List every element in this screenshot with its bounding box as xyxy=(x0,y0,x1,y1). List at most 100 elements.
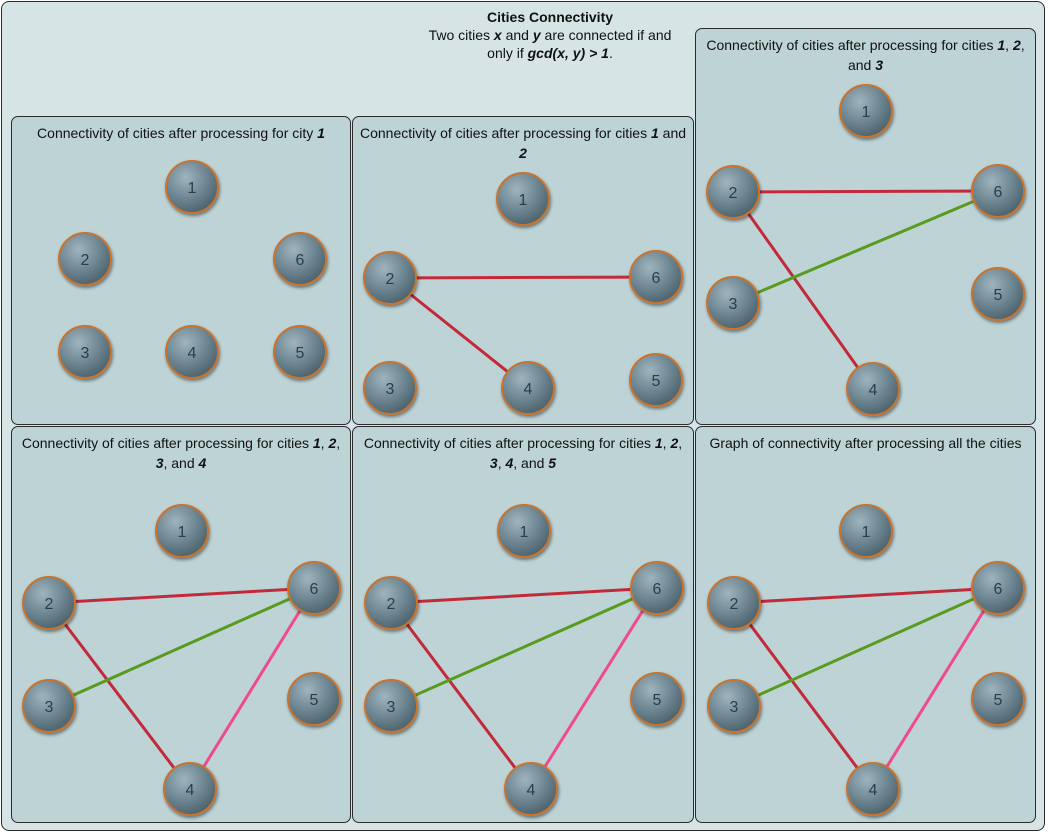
city-node-4: 4 xyxy=(846,362,900,416)
city-number: 2 xyxy=(670,435,679,451)
city-node-circle xyxy=(629,353,683,407)
city-node-circle xyxy=(273,325,327,379)
subtitle-text: Two cities xyxy=(428,27,494,43)
city-node-label: 2 xyxy=(81,252,90,269)
subtitle-text: . xyxy=(608,45,613,61)
city-node-3: 3 xyxy=(364,679,418,733)
panel-1: Connectivity of cities after processing … xyxy=(11,116,351,425)
city-number: 1 xyxy=(650,125,659,141)
city-node-3: 3 xyxy=(22,679,76,733)
city-node-circle xyxy=(58,232,112,286)
panel-title-text: Connectivity of cities after processing … xyxy=(37,125,318,141)
city-node-circle xyxy=(163,762,217,816)
city-node-circle xyxy=(846,362,900,416)
city-node-circle xyxy=(287,561,341,615)
city-node-2: 2 xyxy=(58,232,112,286)
city-node-circle xyxy=(706,276,760,330)
city-node-5: 5 xyxy=(287,672,341,726)
city-node-6: 6 xyxy=(630,561,684,615)
diagram-title: Cities Connectivity xyxy=(486,9,614,25)
city-node-circle xyxy=(707,576,761,630)
city-node-label: 2 xyxy=(730,596,739,613)
city-node-1: 1 xyxy=(496,172,550,226)
city-number: 5 xyxy=(548,455,557,471)
city-number: 2 xyxy=(519,145,527,161)
city-number: 1 xyxy=(654,435,663,451)
panel-6: Graph of connectivity after processing a… xyxy=(695,426,1036,823)
city-node-circle xyxy=(971,672,1025,726)
city-node-label: 1 xyxy=(862,104,871,121)
city-node-4: 4 xyxy=(501,361,555,415)
city-node-circle xyxy=(839,84,893,138)
city-node-label: 6 xyxy=(994,581,1003,598)
city-node-2: 2 xyxy=(706,165,760,219)
panel-title-text: Connectivity of cities after processing … xyxy=(359,125,651,141)
subtitle-text: only if xyxy=(487,45,528,61)
city-node-1: 1 xyxy=(165,160,219,214)
city-node-6: 6 xyxy=(287,561,341,615)
city-node-circle xyxy=(971,267,1025,321)
city-node-circle xyxy=(58,325,112,379)
panel-title-text: Connectivity of cities after processing … xyxy=(706,37,998,53)
city-number: 3 xyxy=(155,455,164,471)
city-node-circle xyxy=(707,679,761,733)
city-node-label: 3 xyxy=(730,699,739,716)
city-node-label: 3 xyxy=(81,345,90,362)
city-node-label: 5 xyxy=(310,692,319,709)
subtitle-line-1: Two cities x and y are connected if and xyxy=(370,26,730,44)
var-y: y xyxy=(532,27,541,43)
city-node-label: 5 xyxy=(296,345,305,362)
edge-2-4 xyxy=(389,602,533,790)
city-node-circle xyxy=(155,504,209,558)
city-node-circle xyxy=(846,762,900,816)
panel-2: Connectivity of cities after processing … xyxy=(352,116,694,425)
city-node-4: 4 xyxy=(165,325,219,379)
city-node-label: 4 xyxy=(869,382,878,399)
panel-title: Connectivity of cities after processing … xyxy=(21,435,341,471)
city-node-circle xyxy=(363,251,417,305)
city-node-5: 5 xyxy=(273,325,327,379)
graph-svg: 1 2 3 4 5 6 xyxy=(58,160,327,379)
city-node-5: 5 xyxy=(630,672,684,726)
city-node-label: 2 xyxy=(387,596,396,613)
gcd-condition: gcd(x, y) > 1 xyxy=(527,45,609,61)
city-number: 2 xyxy=(1012,37,1021,53)
city-node-label: 5 xyxy=(652,373,661,390)
panel-5: Connectivity of cities after processing … xyxy=(352,426,694,823)
panel-title-text: Connectivity of cities after processing … xyxy=(21,435,313,451)
city-node-label: 6 xyxy=(653,581,662,598)
edge-3-6 xyxy=(390,586,658,708)
city-number: 4 xyxy=(198,455,207,471)
city-node-label: 5 xyxy=(994,287,1003,304)
city-node-circle xyxy=(971,561,1025,615)
city-node-label: 1 xyxy=(519,192,528,209)
panel-title-text: , and xyxy=(847,37,1025,73)
city-node-circle xyxy=(364,679,418,733)
city-node-label: 1 xyxy=(178,524,187,541)
panel-title: Connectivity of cities after processing … xyxy=(16,123,346,143)
city-node-label: 5 xyxy=(994,692,1003,709)
city-node-circle xyxy=(501,361,555,415)
panel-title-text: Connectivity of cities after processing … xyxy=(363,435,655,451)
city-node-circle xyxy=(273,232,327,286)
edge-3-6 xyxy=(732,189,999,305)
edge-2-4 xyxy=(47,602,192,790)
city-node-circle xyxy=(363,361,417,415)
city-node-circle xyxy=(497,504,551,558)
edge-2-4 xyxy=(731,191,875,390)
panel-title-text: , and xyxy=(163,455,199,471)
city-number: 1 xyxy=(312,435,321,451)
edge-4-6 xyxy=(871,587,1000,790)
city-number: 3 xyxy=(489,455,498,471)
city-node-circle xyxy=(630,561,684,615)
city-number: 1 xyxy=(997,37,1006,53)
city-node-3: 3 xyxy=(706,276,760,330)
city-node-label: 5 xyxy=(653,692,662,709)
edge-2-4 xyxy=(389,276,529,390)
city-node-label: 4 xyxy=(527,782,536,799)
city-node-label: 6 xyxy=(296,252,305,269)
city-node-5: 5 xyxy=(971,672,1025,726)
